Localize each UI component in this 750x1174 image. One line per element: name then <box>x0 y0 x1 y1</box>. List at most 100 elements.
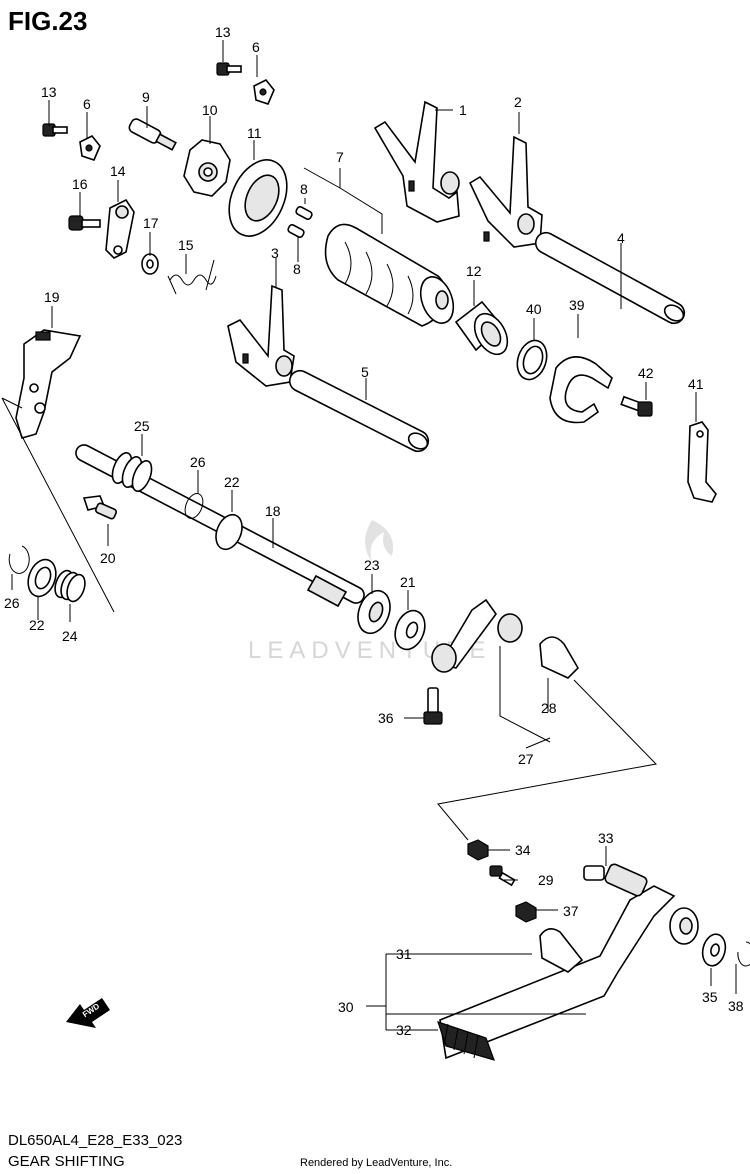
part-13-bolt-lower[interactable] <box>42 123 68 137</box>
callout-39: 39 <box>569 297 585 313</box>
part-37-nut[interactable] <box>515 901 537 923</box>
callout-14: 14 <box>110 163 126 179</box>
callout-16: 16 <box>72 176 88 192</box>
callout-6-upper: 6 <box>252 39 260 55</box>
part-26-circlip[interactable] <box>8 545 30 574</box>
part-36-bolt[interactable] <box>423 687 443 725</box>
part-39-clamp[interactable] <box>549 356 613 424</box>
leader-lines <box>1 40 737 1031</box>
part-42-bolt[interactable] <box>620 395 653 417</box>
callout-8-lower: 8 <box>293 261 301 277</box>
callout-17: 17 <box>143 215 159 231</box>
part-3-shift-fork[interactable] <box>227 284 295 387</box>
part-38-circlip[interactable] <box>737 941 750 967</box>
part-27-shift-lever-link[interactable] <box>431 598 523 673</box>
callout-41: 41 <box>688 376 704 392</box>
callout-4: 4 <box>617 230 625 246</box>
callout-9: 9 <box>142 89 150 105</box>
callout-1: 1 <box>459 102 467 118</box>
callout-22: 22 <box>29 617 45 633</box>
part-40-o-ring[interactable] <box>513 337 552 384</box>
callout-36: 36 <box>378 710 394 726</box>
callout-11: 11 <box>247 125 262 141</box>
callout-12: 12 <box>466 263 482 279</box>
callout-35: 35 <box>702 989 718 1005</box>
part-1-shift-fork[interactable] <box>373 100 460 223</box>
part-30-gearshift-lever[interactable] <box>439 885 699 1060</box>
part-2-shift-fork[interactable] <box>468 135 543 248</box>
callout-2: 2 <box>514 94 522 110</box>
model-code: DL650AL4_E28_E33_023 <box>8 1132 182 1149</box>
part-26-circlip-shaft[interactable] <box>182 491 207 521</box>
callout-38: 38 <box>728 998 744 1014</box>
part-8-cam-pin-lower[interactable] <box>287 223 305 239</box>
callout-31: 31 <box>396 946 412 962</box>
part-23-oil-seal[interactable] <box>352 586 395 638</box>
part-10-cam-stopper-plate[interactable] <box>183 139 231 197</box>
callout-13-upper: 13 <box>215 24 231 40</box>
part-6-washer-lower[interactable] <box>79 134 101 161</box>
part-31-joint[interactable] <box>539 928 584 973</box>
part-19-gearshift-arm[interactable] <box>15 329 82 439</box>
part-22-washer[interactable] <box>23 556 60 601</box>
part-32-footpeg-rubber[interactable] <box>437 1021 495 1061</box>
rendered-by-credit: Rendered by LeadVenture, Inc. <box>300 1157 452 1169</box>
callout-22-shaft: 22 <box>224 474 240 490</box>
part-7-gearshift-cam-drum[interactable] <box>324 223 460 327</box>
callout-15: 15 <box>178 237 194 253</box>
callout-24: 24 <box>62 628 78 644</box>
callout-27: 27 <box>518 751 534 767</box>
part-9-stud[interactable] <box>128 117 177 151</box>
callout-5: 5 <box>361 364 369 380</box>
part-6-washer-upper[interactable] <box>253 78 275 105</box>
callout-3: 3 <box>271 245 279 261</box>
callout-26: 26 <box>4 595 20 611</box>
callout-21: 21 <box>400 574 416 590</box>
part-8-cam-pin-upper[interactable] <box>295 205 313 221</box>
callout-10: 10 <box>202 102 218 118</box>
part-22-washer-shaft[interactable] <box>211 511 247 553</box>
callout-6-lower: 6 <box>83 96 91 112</box>
part-33-pivot-bolt[interactable] <box>583 863 648 898</box>
callout-20: 20 <box>100 550 116 566</box>
callout-32: 32 <box>396 1022 412 1038</box>
part-34-nut[interactable] <box>467 839 489 861</box>
callout-28: 28 <box>541 700 557 716</box>
part-14-cam-stopper[interactable] <box>105 198 135 259</box>
part-24-return-spring[interactable] <box>52 568 89 604</box>
part-35-washer[interactable] <box>699 932 728 968</box>
part-5-fork-shaft[interactable] <box>288 369 430 453</box>
callout-23: 23 <box>364 557 380 573</box>
part-4-fork-shaft[interactable] <box>534 231 686 325</box>
callout-labels: 1 2 3 4 5 6 6 7 8 8 9 10 11 12 13 13 14 … <box>4 24 744 1038</box>
part-41-guide-plate[interactable] <box>687 421 717 503</box>
part-13-bolt-upper[interactable] <box>216 62 242 76</box>
part-21-washer[interactable] <box>390 606 430 653</box>
fwd-arrow-icon: FWD <box>66 998 110 1028</box>
callout-25: 25 <box>134 418 150 434</box>
part-16-bolt[interactable] <box>68 215 101 231</box>
part-28-rod-end[interactable] <box>539 636 580 679</box>
part-25-shaft-spring[interactable] <box>109 450 156 494</box>
part-11-bearing[interactable] <box>218 151 298 245</box>
callout-30: 30 <box>338 999 354 1015</box>
part-17-washer[interactable] <box>141 253 159 275</box>
section-name: GEAR SHIFTING <box>8 1153 125 1170</box>
callout-33: 33 <box>598 830 614 846</box>
callout-29: 29 <box>538 872 554 888</box>
callout-40: 40 <box>526 301 542 317</box>
part-20-stud[interactable] <box>82 495 118 520</box>
callout-19: 19 <box>44 289 60 305</box>
callout-26-shaft: 26 <box>190 454 206 470</box>
callout-7: 7 <box>336 149 344 165</box>
callout-8-upper: 8 <box>300 181 308 197</box>
callout-13-lower: 13 <box>41 84 57 100</box>
figure-title: FIG.23 <box>8 6 87 36</box>
callout-18: 18 <box>265 503 281 519</box>
part-29-screw[interactable] <box>489 865 516 887</box>
callout-37: 37 <box>563 903 579 919</box>
part-12-needle-bearing[interactable] <box>454 300 514 360</box>
callout-34: 34 <box>515 842 531 858</box>
part-15-stopper-spring[interactable] <box>167 259 217 295</box>
